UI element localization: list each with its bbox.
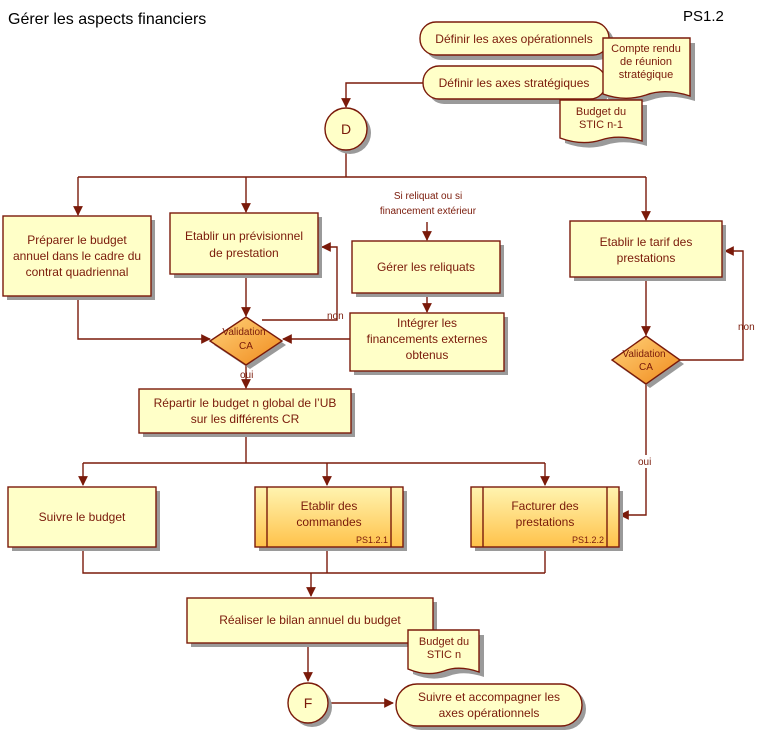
facturer-line-2: prestations [516,515,575,529]
validation1-line-2: CA [239,341,253,352]
node-preparer-budget: Préparer le budget annuel dans le cadre … [2,215,155,300]
node-integrer-financements: Intégrer les financements externes obten… [349,312,508,375]
preparer-line-2: annuel dans le cadre du [13,249,141,263]
compte-rendu-line-2: de réunion [620,56,672,68]
start-node: D [324,107,371,154]
budget-n1-line-1: Budget du [576,106,626,118]
preparer-line-3: contrat quadriennal [26,265,129,279]
doc-budget-stic-n: Budget du STIC n [407,629,484,679]
reliquat-condition-line-1: Si reliquat ou si [394,191,462,202]
node-suivre-accompagner: Suivre et accompagner les axes opération… [395,683,586,730]
commandes-line-2: commandes [296,515,361,529]
axes-operationnels-label: Définir les axes opérationnels [435,32,592,46]
integrer-line-2: financements externes [367,332,488,346]
decision-validation-ca-1: Validation CA [208,316,286,369]
node-etablir-tarif: Etablir le tarif des prestations [569,220,726,281]
bilan-label: Réaliser le bilan annuel du budget [219,613,401,627]
commandes-line-1: Etablir des [301,499,358,513]
tarif-line-2: prestations [617,251,676,265]
oui-label-1: oui [240,370,253,381]
node-suivre-budget: Suivre le budget [7,486,160,551]
subprocess-etablir-commandes: Etablir des commandes PS1.2.1 [254,486,407,551]
doc-budget-stic-n1: Budget du STIC n-1 [559,99,647,148]
node-axes-strategiques: Définir les axes stratégiques [422,65,611,104]
validation1-line-1: Validation [222,327,265,338]
diagram-title: Gérer les aspects financiers [8,11,206,28]
process-code: PS1.2 [683,8,724,25]
commandes-code: PS1.2.1 [356,535,388,545]
end-label: F [304,695,313,711]
previsionnel-line-2: de prestation [209,246,278,260]
reliquat-condition-line-2: financement extérieur [380,206,477,217]
integrer-line-1: Intégrer les [397,316,457,330]
repartir-line-1: Répartir le budget n global de l’UB [154,396,337,410]
oui-label-2: oui [638,457,651,468]
previsionnel-line-1: Etablir un prévisionnel [185,229,303,243]
non-label-2: non [738,322,755,333]
compte-rendu-line-3: stratégique [619,69,673,81]
edge-labels: Si reliquat ou si financement extérieur … [240,186,755,468]
facturer-line-1: Facturer des [511,499,578,513]
repartir-line-2: sur les différents CR [191,412,300,426]
decision-validation-ca-2: Validation CA [610,335,684,388]
compte-rendu-line-1: Compte rendu [611,43,681,55]
budget-n1-line-2: STIC n-1 [579,119,623,131]
node-bilan-annuel: Réaliser le bilan annuel du budget [186,597,437,647]
node-etablir-previsionnel: Etablir un prévisionnel de prestation [169,212,322,278]
reliquats-label: Gérer les reliquats [377,260,475,274]
preparer-line-1: Préparer le budget [27,233,127,247]
integrer-line-3: obtenus [406,348,449,362]
node-repartir-budget: Répartir le budget n global de l’UB sur … [138,388,355,437]
budget-n-line-2: STIC n [427,649,461,661]
start-label: D [341,121,351,137]
accompagner-line-2: axes opérationnels [439,706,540,720]
validation2-line-1: Validation [622,349,665,360]
facturer-code: PS1.2.2 [572,535,604,545]
doc-compte-rendu: Compte rendu de réunion stratégique [602,37,695,104]
end-node: F [287,682,332,727]
subprocess-facturer-prestations: Facturer des prestations PS1.2.2 [470,486,623,551]
node-gerer-reliquats: Gérer les reliquats [351,240,504,297]
validation2-line-2: CA [639,362,653,373]
non-label-1: non [327,311,344,322]
tarif-line-1: Etablir le tarif des [600,235,693,249]
node-axes-operationnels: Définir les axes opérationnels [419,21,614,60]
budget-n-line-1: Budget du [419,636,469,648]
axes-strategiques-label: Définir les axes stratégiques [439,76,590,90]
suivre-budget-label: Suivre le budget [39,510,126,524]
connectors [73,82,744,708]
accompagner-line-1: Suivre et accompagner les [418,690,560,704]
